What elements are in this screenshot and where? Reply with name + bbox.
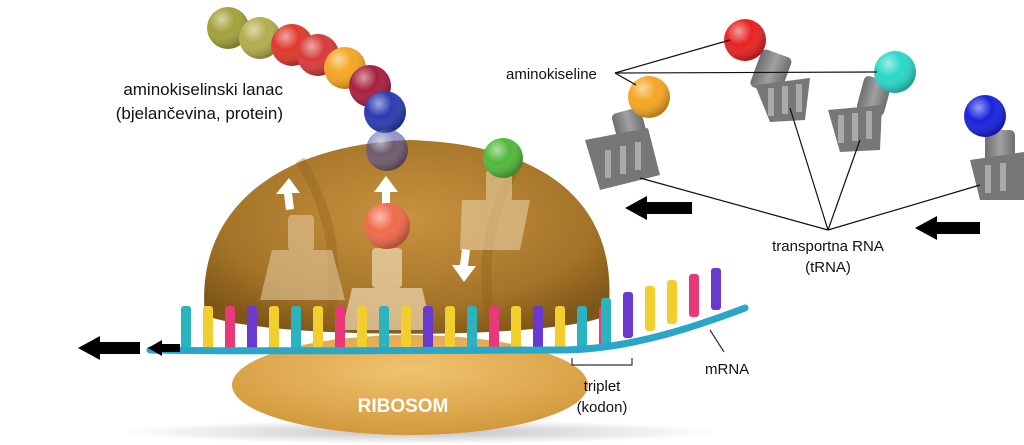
mrna-nucleotide — [623, 292, 633, 338]
triplet-bracket — [571, 358, 633, 366]
mrna-nucleotide — [379, 306, 389, 350]
mrna-nucleotide — [203, 306, 213, 350]
mrna-nucleotide — [667, 280, 677, 324]
mrna-nucleotide — [489, 306, 499, 350]
trna-label-line2: (tRNA) — [805, 259, 851, 276]
ribosome-arrow-down-right — [452, 249, 476, 282]
ribosome-trna-right — [460, 170, 530, 250]
mrna-nucleotide — [555, 306, 565, 350]
trna-label-line1: transportna RNA — [772, 238, 884, 255]
mrna-nucleotide — [511, 306, 521, 350]
mrna-strand — [146, 304, 749, 355]
ribosome-amino-acids — [364, 138, 523, 249]
free-trna-2 — [750, 49, 810, 122]
mrna-label: mRNA — [705, 361, 749, 378]
mrna-nucleotides — [181, 268, 721, 350]
mrna-nucleotide — [313, 306, 323, 350]
amino-acid-shine — [366, 129, 408, 171]
mrna-nucleotide — [225, 306, 235, 350]
mrna-nucleotide — [291, 306, 301, 350]
free-trna-1 — [585, 107, 660, 190]
ribosome-arrow-up-left — [276, 178, 300, 210]
mrna-pointer-line — [709, 329, 725, 353]
black-arrows — [78, 196, 980, 360]
triplet-label-line1: triplet — [584, 378, 622, 395]
amino-acids-pointer-lines — [614, 39, 878, 86]
amino-chain-label-line2: (bjelančevina, protein) — [116, 104, 283, 123]
amino-acid-shine — [207, 7, 249, 49]
amino-acids-label: aminokiseline — [506, 66, 597, 83]
ribosome-small-subunit — [232, 335, 588, 435]
trna-pointer-lines — [639, 107, 981, 231]
ribosome-arrow-up-center — [374, 176, 398, 208]
amino-acid-shine — [724, 19, 766, 61]
amino-acid-shine — [239, 17, 281, 59]
triplet-label-line2: (kodon) — [577, 399, 628, 416]
arrow-left-trna-right — [915, 216, 980, 240]
mrna-nucleotide — [269, 306, 279, 350]
free-amino-acids — [628, 19, 1006, 137]
mrna-nucleotide — [445, 306, 455, 350]
mrna-nucleotide — [601, 298, 611, 345]
arrow-left-large — [78, 336, 140, 360]
amino-chain-label-line1: aminokiselinski lanac — [123, 80, 283, 99]
mrna-nucleotide — [689, 274, 699, 317]
amino-acid-shine — [364, 91, 406, 133]
mrna-nucleotide — [401, 306, 411, 350]
ribosome-label: RIBOSOM — [358, 396, 449, 417]
amino-acid-shine — [964, 95, 1006, 137]
mrna-nucleotide — [247, 306, 257, 350]
amino-acid-shine — [364, 203, 410, 249]
mrna-nucleotide — [335, 306, 345, 350]
arrow-left-trna-middle — [625, 196, 692, 220]
free-trna-4 — [970, 130, 1024, 200]
amino-acid-shine — [874, 51, 916, 93]
mrna-nucleotide — [645, 286, 655, 331]
free-trna-3 — [828, 76, 892, 152]
ribosome-trna-left — [260, 215, 345, 300]
mrna-nucleotide — [357, 306, 367, 350]
arrow-left-small — [148, 340, 180, 356]
amino-acid-shine — [483, 138, 523, 178]
amino-acid-shine — [628, 76, 670, 118]
mrna-nucleotide — [467, 306, 477, 350]
mrna-nucleotide — [577, 306, 587, 350]
mrna-nucleotide — [533, 306, 543, 350]
mrna-nucleotide — [711, 268, 721, 310]
mrna-nucleotide — [423, 306, 433, 350]
mrna-nucleotide — [181, 306, 191, 350]
amino-acid-chain — [207, 7, 408, 171]
